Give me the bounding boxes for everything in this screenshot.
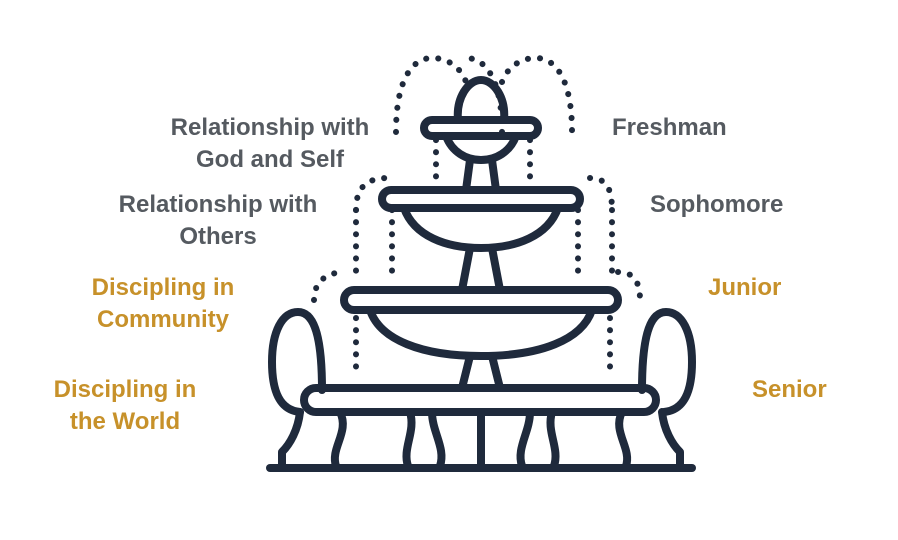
label-relationship-god-self: Relationship with God and Self xyxy=(160,112,380,176)
label-line: Relationship with xyxy=(118,191,318,218)
middle-bowl-rim xyxy=(378,186,584,212)
base-leg xyxy=(402,408,416,470)
lower-bowl-rim xyxy=(340,286,622,314)
label-sophomore: Sophomore xyxy=(650,191,784,218)
label-line: Community xyxy=(97,306,229,333)
label-line: Discipling in xyxy=(91,274,235,301)
base-leg xyxy=(330,408,347,470)
middle-stem xyxy=(458,244,504,294)
water-spray xyxy=(311,55,643,381)
label-freshman: Freshman xyxy=(612,114,727,141)
lower-stem xyxy=(458,352,504,392)
label-line: Relationship with xyxy=(170,114,370,141)
top-bowl-rim xyxy=(420,116,542,140)
label-junior: Junior xyxy=(708,274,782,301)
label-line: the World xyxy=(69,408,181,435)
lower-bowl xyxy=(366,306,596,360)
right-pillar xyxy=(638,308,696,416)
left-pillar xyxy=(268,308,326,416)
base-leg xyxy=(546,408,560,470)
base-leg xyxy=(615,408,632,470)
top-bowl xyxy=(442,132,520,164)
label-line: God and Self xyxy=(195,146,344,173)
base-leg xyxy=(428,408,446,470)
label-discipling-world: Discipling in the World xyxy=(40,374,210,438)
middle-bowl xyxy=(400,204,562,252)
base-leg xyxy=(278,408,304,470)
base-leg xyxy=(516,408,534,470)
fountain-finial xyxy=(453,76,509,124)
label-discipling-community: Discipling in Community xyxy=(78,272,248,336)
label-relationship-others: Relationship with Others xyxy=(108,189,328,253)
label-line: Discipling in xyxy=(53,376,197,403)
label-line: Others xyxy=(179,223,257,250)
label-senior: Senior xyxy=(752,376,827,403)
base-leg xyxy=(658,408,684,470)
top-stem xyxy=(462,156,500,194)
